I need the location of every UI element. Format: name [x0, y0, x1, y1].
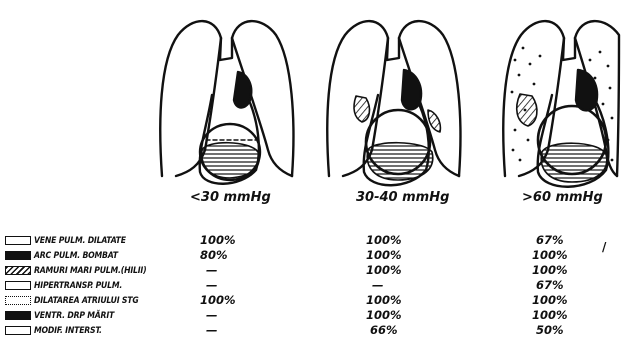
- stray-mark: /: [602, 240, 606, 254]
- value-cell: 100%: [200, 293, 236, 307]
- legend-swatch-dotted: [5, 296, 31, 305]
- pulmonary-arc-2: [402, 70, 421, 109]
- value-cell: —: [206, 263, 218, 277]
- legend-swatch-white: [5, 326, 31, 335]
- value-cell: —: [372, 278, 384, 292]
- value-cell: 100%: [532, 308, 568, 322]
- value-cell: 100%: [532, 263, 568, 277]
- legend-row: VENE PULM. DILATATE: [5, 233, 195, 248]
- legend-swatch-black: [5, 311, 31, 320]
- value-cell: 100%: [366, 233, 402, 247]
- value-cell: —: [206, 278, 218, 292]
- value-cell: 100%: [366, 263, 402, 277]
- value-cell: 100%: [532, 248, 568, 262]
- pulmonary-arc-1: [234, 72, 251, 108]
- value-cell: 66%: [370, 323, 398, 337]
- chest-schematic-1: [160, 21, 293, 184]
- value-cell: 100%: [532, 293, 568, 307]
- legend-row: RAMURI MARI PULM.(HILII): [5, 263, 195, 278]
- legend-row: HIPERTRANSP. PULM.: [5, 278, 195, 293]
- legend-label: DILATAREA ATRIULUI STG: [34, 296, 139, 306]
- legend-label: HIPERTRANSP. PULM.: [34, 281, 122, 291]
- legend-swatch-black: [5, 251, 31, 260]
- legend-label: VENE PULM. DILATATE: [34, 236, 126, 246]
- value-cell: 50%: [536, 323, 564, 337]
- column-header-1: <30 mmHg: [190, 190, 271, 205]
- value-cell: 67%: [536, 233, 564, 247]
- value-cell: 100%: [200, 233, 236, 247]
- value-cell: —: [206, 308, 218, 322]
- legend-swatch-hatched: [5, 266, 31, 275]
- legend-label: VENTR. DRP MĂRIT: [34, 311, 114, 321]
- value-cell: 80%: [200, 248, 228, 262]
- value-cell: 100%: [366, 308, 402, 322]
- legend-row: MODIF. INTERST.: [5, 323, 195, 338]
- value-cell: —: [206, 323, 218, 337]
- legend-swatch-white: [5, 236, 31, 245]
- legend-label: RAMURI MARI PULM.(HILII): [34, 266, 146, 276]
- column-header-3: >60 mmHg: [522, 190, 603, 205]
- legend-row: ARC PULM. BOMBAT: [5, 248, 195, 263]
- legend-label: MODIF. INTERST.: [34, 326, 102, 336]
- legend-label: ARC PULM. BOMBAT: [34, 251, 118, 261]
- value-cell: 100%: [366, 293, 402, 307]
- hilar-vessels-3: [517, 94, 537, 126]
- value-cell: 67%: [536, 278, 564, 292]
- hilar-vessels-2: [354, 96, 369, 122]
- legend-row: DILATAREA ATRIULUI STG: [5, 293, 195, 308]
- legend-swatch-white: [5, 281, 31, 290]
- pulmonary-arc-3: [576, 70, 597, 110]
- value-cell: 100%: [366, 248, 402, 262]
- column-header-2: 30-40 mmHg: [356, 190, 449, 205]
- legend-row: VENTR. DRP MĂRIT: [5, 308, 195, 323]
- chest-schematic-2: [327, 21, 460, 185]
